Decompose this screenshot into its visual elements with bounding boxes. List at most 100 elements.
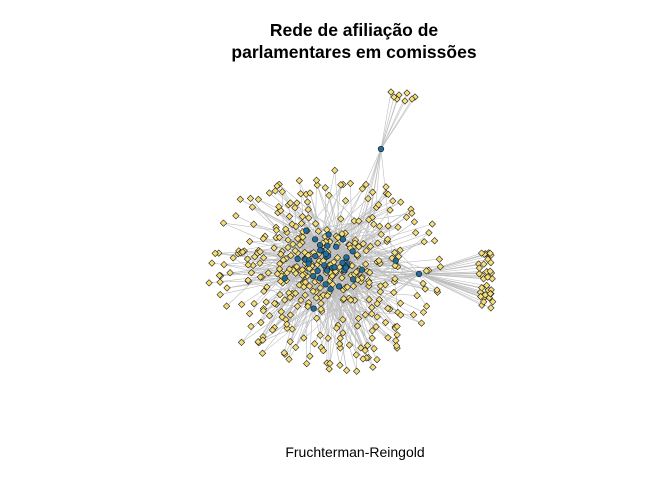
member-node <box>436 256 442 262</box>
member-node <box>286 356 292 362</box>
member-node <box>398 199 404 205</box>
committee-node <box>359 267 365 273</box>
member-node <box>371 345 377 351</box>
member-node <box>251 221 257 227</box>
member-node <box>383 184 389 190</box>
member-node <box>217 279 223 285</box>
member-node <box>206 280 212 286</box>
member-node <box>311 341 317 347</box>
member-node <box>325 335 331 341</box>
plot-title-line-1: Rede de afiliação de <box>270 20 439 40</box>
affiliation-edge <box>381 101 405 149</box>
member-node <box>238 339 244 345</box>
member-node <box>326 192 332 198</box>
member-node <box>371 221 377 227</box>
member-node <box>414 292 420 298</box>
member-node <box>488 305 494 311</box>
member-node <box>420 309 426 315</box>
member-node <box>337 362 343 368</box>
member-node <box>255 196 261 202</box>
member-node <box>224 285 230 291</box>
committee-node <box>344 254 350 260</box>
committee-node <box>416 271 422 277</box>
committee-node <box>306 261 312 267</box>
affiliation-edge <box>381 99 397 149</box>
member-node <box>418 320 424 326</box>
member-node <box>332 167 338 173</box>
committee-node <box>350 277 356 283</box>
member-node <box>402 98 408 104</box>
member-node <box>296 177 302 183</box>
committee-node <box>333 244 339 250</box>
affiliation-edge <box>381 97 394 149</box>
committee-node <box>323 282 329 288</box>
affiliation-edge <box>381 149 398 313</box>
committee-node <box>336 284 342 290</box>
member-node <box>429 221 435 227</box>
member-node <box>259 350 265 356</box>
member-node <box>404 90 410 96</box>
member-node <box>347 180 353 186</box>
committee-node <box>295 256 301 262</box>
member-node <box>221 261 227 267</box>
member-node <box>346 342 352 348</box>
member-node <box>342 198 348 204</box>
committee-node <box>315 268 321 274</box>
committee-node <box>323 251 329 257</box>
member-node <box>370 364 376 370</box>
member-node <box>390 198 396 204</box>
member-node <box>314 315 320 321</box>
member-node <box>237 196 243 202</box>
committee-node <box>310 273 316 279</box>
plot-title-line-2: parlamentares em comissões <box>231 42 476 62</box>
member-node <box>233 213 239 219</box>
member-node <box>394 332 400 338</box>
committee-node <box>350 249 356 255</box>
committee-node <box>311 306 317 312</box>
member-node <box>247 238 253 244</box>
committee-node <box>393 258 399 264</box>
committee-node <box>317 242 323 248</box>
committee-node <box>313 253 319 259</box>
member-node <box>307 353 313 359</box>
member-node <box>209 260 215 266</box>
member-node <box>353 352 359 358</box>
member-node <box>322 185 328 191</box>
committee-node <box>378 146 384 152</box>
committee-node <box>328 286 334 292</box>
member-node <box>326 366 332 372</box>
member-node <box>354 368 360 374</box>
member-node <box>344 367 350 373</box>
member-node <box>304 360 310 366</box>
committee-node <box>326 232 332 238</box>
member-node <box>279 189 285 195</box>
member-node <box>411 219 417 225</box>
committee-node <box>312 237 318 243</box>
committee-node <box>324 268 330 274</box>
layout-subtitle: Fruchterman-Reingold <box>285 444 424 460</box>
member-node <box>317 332 323 338</box>
member-node <box>263 299 269 305</box>
committee-node <box>332 265 338 271</box>
committee-node <box>317 276 323 282</box>
committee-node <box>340 237 346 243</box>
committee-node <box>318 248 324 254</box>
member-node <box>298 191 304 197</box>
committee-node <box>340 260 346 266</box>
member-node <box>410 312 416 318</box>
member-node <box>374 356 380 362</box>
committee-node <box>321 263 327 269</box>
member-node <box>423 303 429 309</box>
member-node <box>431 238 437 244</box>
committee-node <box>343 265 349 271</box>
member-node <box>220 220 226 226</box>
member-node <box>293 344 299 350</box>
member-node <box>217 291 223 297</box>
member-node <box>395 224 401 230</box>
member-node <box>481 261 487 267</box>
member-node <box>413 230 419 236</box>
committee-node <box>325 243 331 249</box>
affiliation-edge <box>419 274 485 295</box>
